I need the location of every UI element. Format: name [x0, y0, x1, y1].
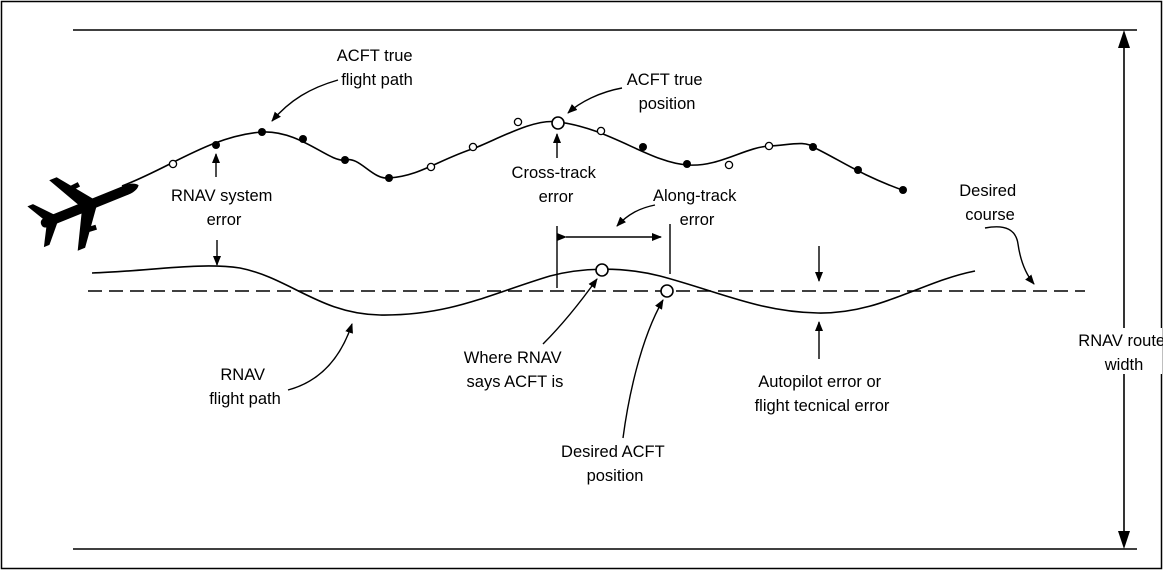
filled-marker: [341, 156, 349, 164]
label-rnav-flight-path-line1: RNAV: [220, 366, 265, 384]
label-rnav-flight-path-line2: flight path: [209, 390, 281, 408]
label-cross-track-error-line2: error: [539, 188, 574, 206]
aircraft-icon: [27, 177, 139, 251]
arrow-along-track-error-label: [616, 204, 656, 227]
label-along-track-error-line2: error: [680, 211, 715, 229]
arrow-acft-true-position: [567, 87, 623, 114]
label-desired-course-line2: course: [965, 206, 1015, 224]
label-acft-true-flight-path: ACFT true flight path: [337, 47, 417, 89]
label-desired-acft-position-line2: position: [587, 467, 644, 485]
open-markers: [168, 117, 774, 172]
open-marker: [724, 160, 734, 170]
filled-markers: [212, 128, 907, 194]
acft-true-flight-path: [121, 120, 906, 192]
label-autopilot-error-line2: flight tecnical error: [755, 397, 890, 415]
label-rnav-system-error-line2: error: [207, 211, 242, 229]
open-marker: [468, 142, 478, 152]
acft-true-position-marker: [551, 116, 565, 130]
label-acft-true-position-line1: ACFT true: [627, 71, 703, 89]
label-acft-true-position: ACFT true position: [627, 71, 707, 113]
rnav-flight-path: [91, 265, 976, 316]
label-where-rnav-says-line1: Where RNAV: [464, 349, 562, 367]
open-marker: [426, 162, 436, 172]
label-desired-course-line1: Desired: [959, 182, 1016, 200]
label-acft-true-flight-path-line2: flight path: [341, 71, 413, 89]
label-desired-acft-position-line1: Desired ACFT: [561, 443, 665, 461]
route-width-label-bg: [1086, 328, 1162, 374]
label-acft-true-flight-path-line1: ACFT true: [337, 47, 413, 65]
label-acft-true-position-line2: position: [639, 95, 696, 113]
label-autopilot-error: Autopilot error or flight tecnical error: [755, 373, 890, 415]
label-desired-acft-position: Desired ACFT position: [561, 443, 669, 485]
filled-marker: [899, 186, 907, 194]
filled-marker: [854, 166, 862, 174]
desired-position-marker: [660, 284, 674, 298]
filled-marker: [385, 174, 393, 182]
filled-marker: [639, 143, 647, 151]
rnav-position-marker: [595, 263, 609, 277]
label-rnav-system-error: RNAV system error: [171, 187, 277, 229]
arrow-desired-course: [984, 226, 1035, 285]
filled-marker: [258, 128, 266, 136]
open-marker: [168, 159, 178, 169]
arrow-desired-acft-position: [622, 299, 664, 439]
label-autopilot-error-line1: Autopilot error or: [758, 373, 881, 391]
arrow-rnav-flight-path: [287, 323, 353, 391]
label-where-rnav-says-line2: says ACFT is: [467, 373, 564, 391]
filled-marker: [212, 141, 220, 149]
label-rnav-flight-path: RNAV flight path: [209, 366, 281, 408]
arrow-where-rnav-says: [542, 278, 598, 345]
label-where-rnav-says: Where RNAV says ACFT is: [464, 349, 566, 391]
label-desired-course: Desired course: [959, 182, 1020, 224]
filled-marker: [299, 135, 307, 143]
label-along-track-error: Along-track error: [653, 187, 741, 229]
open-marker: [764, 141, 774, 151]
filled-marker: [809, 143, 817, 151]
label-rnav-route-width-line1: RNAV route: [1078, 332, 1163, 350]
label-cross-track-error-line1: Cross-track: [512, 164, 597, 182]
label-along-track-error-line1: Along-track: [653, 187, 737, 205]
route-width-arrowhead-top: [1118, 30, 1130, 48]
label-rnav-route-width-line2: width: [1104, 356, 1144, 374]
arrow-acft-true-flight-path: [271, 79, 339, 122]
label-rnav-route-width: RNAV route width: [1078, 332, 1163, 374]
open-marker: [513, 117, 523, 127]
open-marker: [596, 126, 606, 136]
route-width-arrowhead-bottom: [1118, 531, 1130, 549]
label-rnav-system-error-line1: RNAV system: [171, 187, 272, 205]
label-cross-track-error: Cross-track error: [512, 164, 601, 206]
filled-marker: [683, 160, 691, 168]
